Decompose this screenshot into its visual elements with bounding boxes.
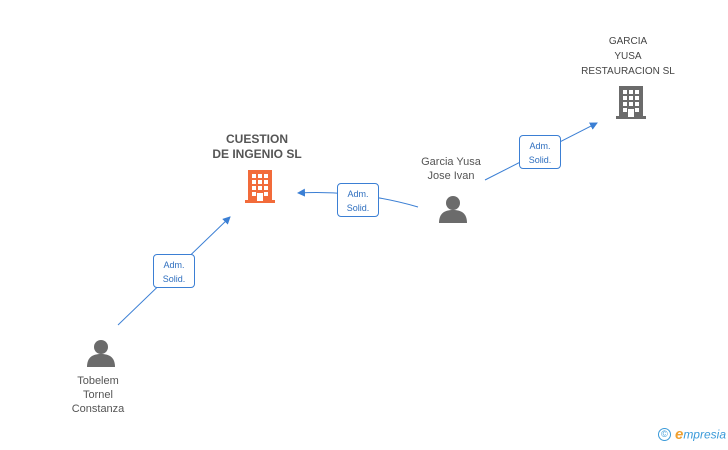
relation-text: Adm. — [163, 260, 185, 270]
label-line: CUESTION — [225, 132, 288, 146]
company-label-garcia-yusa-restauracion[interactable]: GARCIA YUSA RESTAURACION SL — [568, 34, 688, 79]
label-line: RESTAURACION SL — [581, 66, 675, 77]
label-line: Tobelem — [77, 375, 119, 387]
relation-text: Solid. — [528, 155, 552, 165]
person-label-garcia-jose[interactable]: Garcia Yusa Jose Ivan — [401, 155, 501, 183]
building-icon[interactable] — [245, 170, 275, 203]
relation-text: Adm. — [529, 141, 551, 151]
relation-text: Adm. — [347, 189, 369, 199]
label-line: Garcia Yusa — [421, 156, 481, 168]
person-label-tobelem[interactable]: Tobelem Tornel Constanza — [48, 374, 148, 416]
relation-label-tobelem-cuestion[interactable]: Adm. Solid. — [153, 254, 195, 288]
brand-e: e — [674, 426, 684, 443]
label-line: YUSA — [614, 51, 642, 62]
label-line: DE INGENIO SL — [212, 147, 302, 161]
relation-text: Solid. — [162, 274, 186, 284]
person-icon[interactable] — [87, 340, 115, 367]
brand-name: mpresia — [683, 427, 726, 442]
relation-label-garcia-jose-garcia-yusa-rest[interactable]: Adm. Solid. — [519, 135, 561, 169]
relation-label-garcia-jose-cuestion[interactable]: Adm. Solid. — [337, 183, 379, 217]
relation-text: Solid. — [346, 203, 370, 213]
person-icon[interactable] — [439, 196, 467, 223]
label-line: Constanza — [71, 403, 125, 415]
company-label-cuestion[interactable]: CUESTION DE INGENIO SL — [207, 132, 307, 162]
empresia-logo: ©empresia — [657, 426, 726, 443]
building-icon[interactable] — [616, 86, 646, 119]
copyright-icon: © — [657, 428, 671, 441]
label-line: Tornel — [83, 389, 113, 401]
label-line: Jose Ivan — [427, 170, 475, 182]
label-line: GARCIA — [608, 36, 648, 47]
